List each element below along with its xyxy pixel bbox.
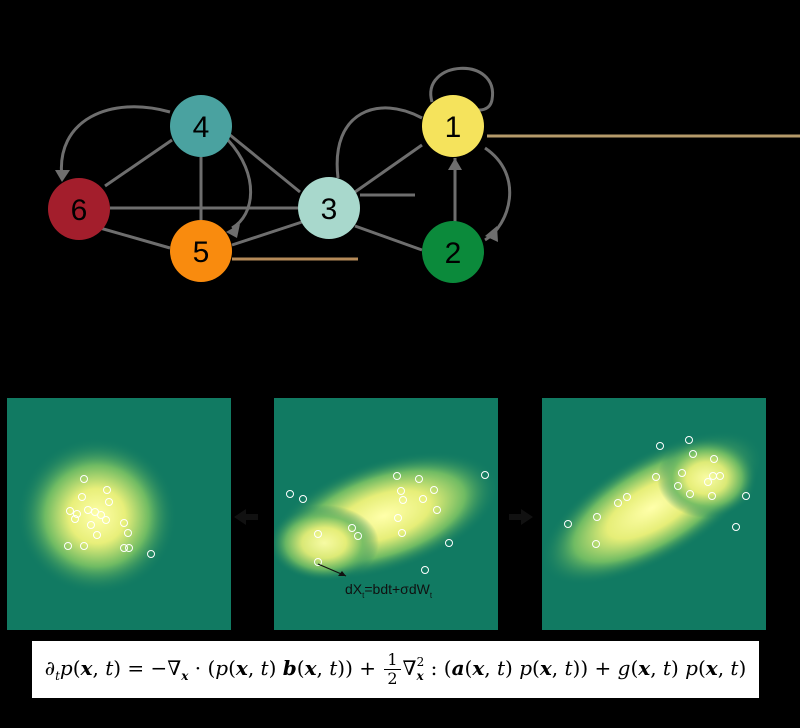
node-4-circle — [170, 95, 232, 157]
sample-point — [394, 514, 402, 522]
panel-initial-distribution — [7, 398, 231, 630]
arrowhead — [448, 158, 462, 170]
sample-points — [542, 398, 766, 630]
sample-points — [274, 398, 498, 630]
flow-arrow-2 — [509, 509, 533, 525]
arrowhead — [485, 226, 498, 242]
sample-point — [433, 506, 441, 514]
edge-3-2 — [354, 224, 423, 252]
node-4-label: 4 — [193, 111, 210, 144]
node-2-circle — [422, 221, 484, 283]
sample-point — [399, 496, 407, 504]
node-4: 4 — [170, 95, 232, 157]
panel-final-distribution — [542, 398, 766, 630]
sde-label: dXt=bdt+σdWt — [345, 581, 433, 600]
node-3-circle — [298, 177, 360, 239]
sample-point — [102, 516, 110, 524]
node-5: 5 — [170, 220, 232, 282]
sample-point — [652, 473, 660, 481]
node-1-circle — [422, 95, 484, 157]
edge-4-3 — [229, 133, 301, 194]
sample-point — [704, 478, 712, 486]
edge-6-5 — [99, 226, 171, 250]
node-6-circle — [48, 178, 110, 240]
sample-point — [286, 490, 294, 498]
sample-point — [398, 529, 406, 537]
sample-point — [614, 499, 622, 507]
edge-3-1-arc — [335, 106, 423, 179]
sample-points — [7, 398, 231, 630]
node-1: 1 — [422, 95, 484, 157]
sample-point — [354, 532, 362, 540]
sample-point — [678, 469, 686, 477]
sample-point — [105, 498, 113, 506]
edge-4-5 — [226, 138, 252, 230]
edge-3-1 — [354, 143, 423, 194]
node-1-label: 1 — [445, 111, 462, 144]
sample-point — [674, 482, 682, 490]
sample-point — [147, 550, 155, 558]
sample-point — [64, 542, 72, 550]
sample-point — [103, 486, 111, 494]
sample-point — [80, 542, 88, 550]
sample-point — [710, 455, 718, 463]
sample-point — [397, 487, 405, 495]
sample-point — [421, 566, 429, 574]
sample-point — [93, 531, 101, 539]
sample-point — [592, 540, 600, 548]
sample-point — [71, 515, 79, 523]
sample-point — [708, 492, 716, 500]
flow-arrow-1 — [234, 509, 258, 525]
sample-point — [120, 519, 128, 527]
node-5-label: 5 — [193, 236, 210, 269]
sample-point — [593, 513, 601, 521]
edge-4-6-direct — [104, 138, 173, 188]
sample-point — [80, 475, 88, 483]
sample-point — [623, 493, 631, 501]
node-6-label: 6 — [71, 194, 88, 227]
sample-point — [415, 475, 423, 483]
sample-point — [314, 530, 322, 538]
sample-point — [656, 442, 664, 450]
node-6: 6 — [48, 178, 110, 240]
node-2-label: 2 — [445, 237, 462, 270]
sample-point — [314, 558, 322, 566]
sample-point — [125, 544, 133, 552]
panel-intermediate-distribution: dXt=bdt+σdWt — [274, 398, 498, 630]
sample-point — [685, 436, 693, 444]
network-graph: 4 6 5 3 1 2 — [48, 66, 800, 283]
edge-1-2-arc — [484, 146, 512, 242]
sde-trajectory-arrow — [317, 563, 347, 577]
sample-point — [124, 529, 132, 537]
arrowhead — [55, 170, 70, 182]
sample-point — [348, 524, 356, 532]
edge-1-loop — [429, 66, 494, 112]
edge-5-3 — [231, 220, 303, 247]
sample-point — [564, 520, 572, 528]
node-2: 2 — [422, 221, 484, 283]
sample-point — [393, 472, 401, 480]
sample-point — [97, 511, 105, 519]
sample-point — [445, 539, 453, 547]
sample-point — [87, 521, 95, 529]
sample-point — [78, 493, 86, 501]
sample-point — [299, 495, 307, 503]
sample-point — [430, 486, 438, 494]
node-3-label: 3 — [321, 193, 338, 226]
sample-point — [481, 471, 489, 479]
edge-4-6 — [59, 105, 171, 179]
node-3: 3 — [298, 177, 360, 239]
arrowhead — [226, 224, 240, 238]
sample-point — [419, 495, 427, 503]
sample-point — [686, 490, 694, 498]
node-5-circle — [170, 220, 232, 282]
sample-point — [742, 492, 750, 500]
sample-point — [716, 472, 724, 480]
sample-point — [689, 450, 697, 458]
sample-point — [732, 523, 740, 531]
